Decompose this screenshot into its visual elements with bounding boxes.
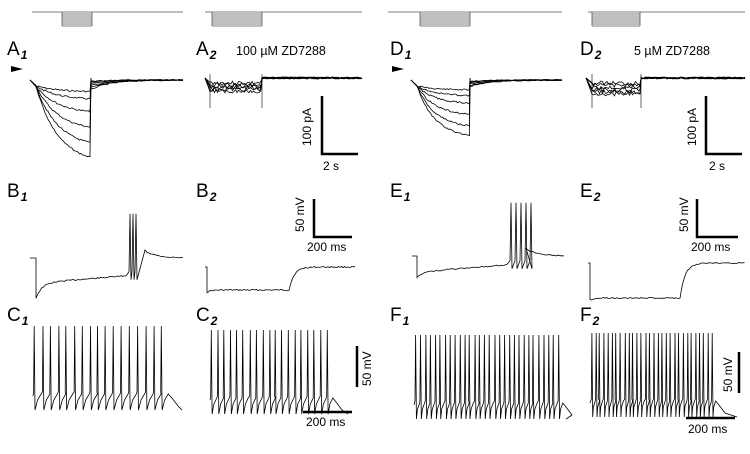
scalebar-label-e-voltage: 50 mV xyxy=(677,197,691,232)
scalebar-label-c-voltage: 50 mV xyxy=(360,351,374,386)
current-traces-d1 xyxy=(410,77,563,137)
current-traces-a1 xyxy=(29,77,184,158)
drug-label-d2: 5 µM ZD7288 xyxy=(634,44,710,58)
scalebar-a xyxy=(320,96,358,156)
panel-label-d1: D1 xyxy=(390,39,412,62)
scalebar-b xyxy=(312,199,352,239)
scalebar-label-a-current: 100 pA xyxy=(300,107,314,146)
voltage-trace-b1 xyxy=(30,213,184,299)
panel-label-f2: F2 xyxy=(580,305,600,328)
holding-marker-d1 xyxy=(392,66,404,72)
panel-label-f1: F1 xyxy=(390,305,410,328)
panel-label-d2: D2 xyxy=(580,39,602,62)
panel-label-b2: B2 xyxy=(196,181,217,204)
scalebar-d xyxy=(704,96,742,156)
spike-train-c2 xyxy=(209,329,349,415)
panel-label-a2: A2 xyxy=(196,39,217,62)
spike-train-f1 xyxy=(413,334,573,420)
scalebar-label-d-current: 100 pA xyxy=(685,107,699,146)
holding-marker-a1 xyxy=(11,66,23,72)
scalebar-label-b-time: 200 ms xyxy=(307,240,347,254)
scalebar-label-a-time: 2 s xyxy=(323,159,340,173)
protocol-insets xyxy=(32,11,745,27)
holding-markers xyxy=(11,66,404,72)
drug-label-a2: 100 µM ZD7288 xyxy=(236,44,326,58)
voltage-trace-e1 xyxy=(412,202,565,279)
panel-label-c2: C2 xyxy=(196,305,218,328)
scale-bars xyxy=(303,96,742,420)
panel-label-e2: E2 xyxy=(580,181,601,204)
current-traces-a2 xyxy=(204,74,363,108)
scalebar-label-b-voltage: 50 mV xyxy=(293,197,307,232)
scalebar-e xyxy=(695,199,738,239)
panel-label-a1: A1 xyxy=(7,39,28,62)
scalebar-label-f-time: 200 ms xyxy=(688,422,728,436)
scalebar-label-c-time: 200 ms xyxy=(306,415,346,429)
panel-label-b1: B1 xyxy=(7,181,28,204)
spike-train-c1 xyxy=(32,325,183,411)
scalebar-label-f-voltage: 50 mV xyxy=(721,357,735,392)
spike-train-f2 xyxy=(589,332,738,418)
current-traces-d2 xyxy=(585,74,746,108)
scalebar-label-e-time: 200 ms xyxy=(691,240,731,254)
panel-label-e1: E1 xyxy=(390,181,411,204)
voltage-trace-e2 xyxy=(588,262,745,301)
voltage-trace-b2 xyxy=(205,265,356,294)
panel-label-c1: C1 xyxy=(7,305,29,328)
scalebar-label-d-time: 2 s xyxy=(709,159,726,173)
